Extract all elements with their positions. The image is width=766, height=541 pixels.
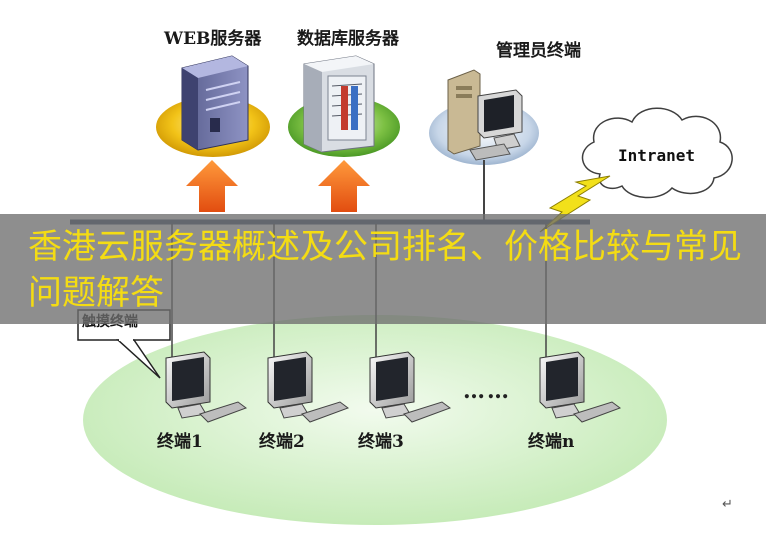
admin-computer-icon: [447, 69, 523, 161]
web-server-arrow: [186, 160, 238, 212]
monitor-icon: [369, 351, 452, 423]
intranet-label: Intranet: [618, 146, 696, 165]
terminal-3-label: 终端3: [358, 432, 404, 452]
database-server-icon: [303, 55, 375, 153]
paragraph-mark: ↵: [722, 497, 733, 512]
web-server-label: WEB服务器: [164, 29, 262, 49]
database-arrow: [318, 160, 370, 212]
title-banner: 香港云服务器概述及公司排名、价格比较与常见问题解答: [0, 214, 766, 324]
monitor-icon: [165, 351, 248, 423]
banner-title: 香港云服务器概述及公司排名、价格比较与常见问题解答: [28, 227, 742, 313]
monitor-icon: [267, 351, 350, 423]
terminal-1-label: 终端1: [157, 432, 203, 452]
terminal-2-label: 终端2: [259, 432, 305, 452]
more-terminals-ellipsis: ……: [463, 378, 511, 404]
database-server-label: 数据库服务器: [297, 29, 399, 49]
lan-area: [83, 315, 667, 525]
admin-terminal-label: 管理员终端: [496, 41, 581, 61]
cloud-icon: [581, 107, 733, 199]
terminal-n-label: 终端n: [528, 432, 575, 452]
server-icon: [181, 55, 249, 151]
monitor-icon: [539, 351, 622, 423]
